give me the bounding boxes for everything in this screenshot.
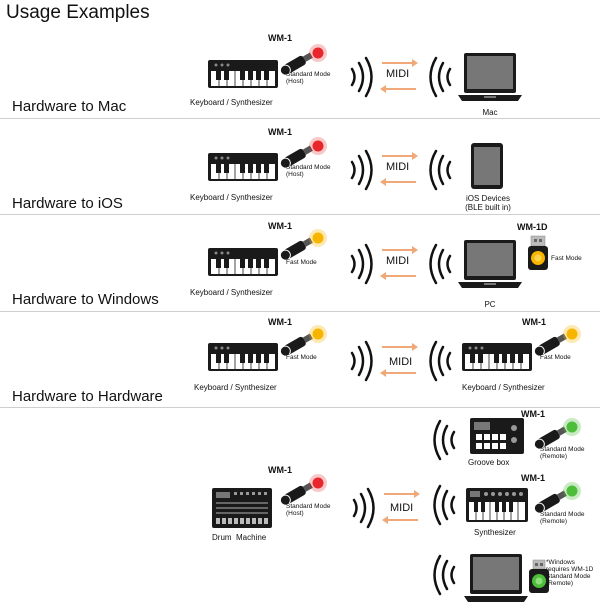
device-label: Keyboard / Synthesizer <box>190 98 273 107</box>
midi-label: MIDI <box>390 502 414 514</box>
groovebox-icon <box>470 418 524 454</box>
mode-text: Fast Mode <box>286 354 317 361</box>
section-divider <box>0 118 600 119</box>
wireless-signal-icon <box>433 419 456 461</box>
mode-text: Standard Mode(Remote) <box>540 511 585 525</box>
adapter-label: WM-1 <box>268 33 292 43</box>
wm1-adapter-icon <box>533 418 581 450</box>
wm1-adapter-icon <box>279 325 327 357</box>
wireless-signal-icon <box>429 149 452 191</box>
midi-arrows-icon <box>380 59 418 93</box>
wm1-adapter-icon <box>279 44 327 76</box>
mode-text: Fast Mode <box>551 255 582 262</box>
laptop-icon <box>464 554 528 602</box>
device-label: Mac <box>482 108 498 117</box>
wm1d-dongle-icon <box>529 559 549 593</box>
wireless-signal-icon <box>429 56 452 98</box>
wireless-signal-icon <box>350 340 373 382</box>
wm1-adapter-icon <box>279 229 327 261</box>
adapter-label: WM-1 <box>268 221 292 231</box>
adapter-label: WM-1D <box>517 222 548 232</box>
midi-arrows-icon <box>380 246 418 280</box>
wireless-signal-icon <box>350 149 373 191</box>
wm1-adapter-icon <box>533 482 581 514</box>
midi-label: MIDI <box>389 356 413 368</box>
device-label: Keyboard / Synthesizer <box>462 383 545 392</box>
mode-text: Standard Mode(Host) <box>286 503 331 517</box>
midi-label: MIDI <box>386 161 410 173</box>
mode-text: Standard Mode(Host) <box>286 71 331 85</box>
mode-text: Fast Mode <box>286 259 317 266</box>
keyboard-icon <box>208 60 278 88</box>
midi-arrows-icon <box>380 343 418 377</box>
wm1-adapter-icon <box>279 474 327 506</box>
keyboard-icon <box>208 248 278 276</box>
device-label: iOS Devices(BLE built in) <box>465 194 511 212</box>
section-divider <box>0 407 600 408</box>
mode-text: Standard Mode(Host) <box>286 164 331 178</box>
adapter-label: WM-1 <box>268 127 292 137</box>
section-label-mac: Hardware to Mac <box>12 98 127 115</box>
wireless-signal-icon <box>350 243 373 285</box>
section-divider <box>0 214 600 215</box>
wireless-signal-icon <box>429 340 452 382</box>
device-label: PC <box>484 300 496 309</box>
midi-arrows-icon <box>382 490 420 524</box>
device-label: Keyboard / Synthesizer <box>194 383 277 392</box>
tablet-icon <box>471 143 503 189</box>
adapter-label: WM-1 <box>522 317 546 327</box>
section-label-ios: Hardware to iOS <box>12 195 123 212</box>
wireless-signal-icon <box>433 484 456 526</box>
section-label-hardware: Hardware to Hardware <box>12 388 163 405</box>
section-divider <box>0 311 600 312</box>
section-label-windows: Hardware to Windows <box>12 291 159 308</box>
keyboard-icon <box>462 343 532 371</box>
synthesizer-icon <box>466 488 528 522</box>
wireless-signal-icon <box>433 554 456 596</box>
device-label: Synthesizer <box>474 528 516 537</box>
keyboard-icon <box>208 153 278 181</box>
page-title: Usage Examples <box>6 2 150 23</box>
wm1-adapter-icon <box>279 137 327 169</box>
midi-label: MIDI <box>386 68 410 80</box>
device-label: Keyboard / Synthesizer <box>190 288 273 297</box>
device-label: Groove box <box>468 458 510 467</box>
device-label: Keyboard / Synthesizer <box>190 193 273 202</box>
wireless-signal-icon <box>429 243 452 285</box>
midi-label: MIDI <box>386 255 410 267</box>
adapter-label: WM-1 <box>521 473 545 483</box>
laptop-icon <box>458 240 522 288</box>
device-label: Drum Machine <box>212 533 267 542</box>
windows-note: *Windows requires WM-1D Standard Mode (R… <box>546 559 594 587</box>
wireless-signal-icon <box>350 56 373 98</box>
adapter-label: WM-1 <box>268 465 292 475</box>
midi-arrows-icon <box>380 152 418 186</box>
keyboard-icon <box>208 343 278 371</box>
wm1-adapter-icon <box>533 325 581 357</box>
laptop-icon <box>458 53 522 101</box>
wm1d-dongle-icon <box>528 235 548 270</box>
drum-machine-icon <box>212 488 272 528</box>
mode-text: Standard Mode(Remote) <box>540 446 585 460</box>
adapter-label: WM-1 <box>521 409 545 419</box>
adapter-label: WM-1 <box>268 317 292 327</box>
mode-text: Fast Mode <box>540 354 571 361</box>
wireless-signal-icon <box>352 487 375 529</box>
